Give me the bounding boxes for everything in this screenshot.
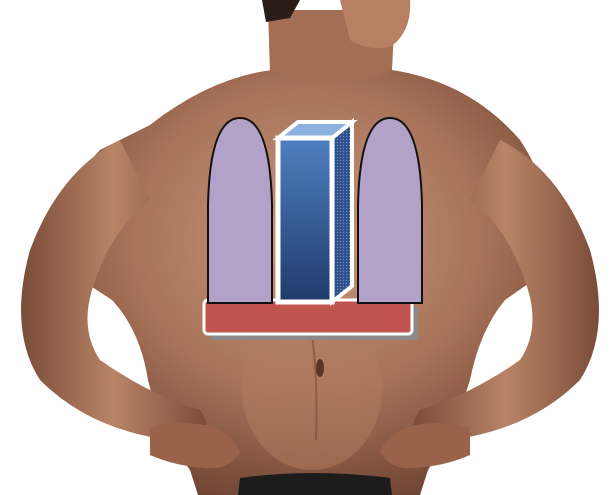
navel: [316, 359, 324, 377]
center-column: [278, 122, 352, 302]
lung-model-overlay: [204, 118, 422, 340]
left-lung: [208, 118, 272, 303]
right-lung: [358, 118, 422, 303]
column-front-face: [278, 138, 332, 302]
waistband: [238, 473, 392, 495]
column-side-face: [332, 122, 352, 302]
base-plate: [204, 300, 412, 334]
